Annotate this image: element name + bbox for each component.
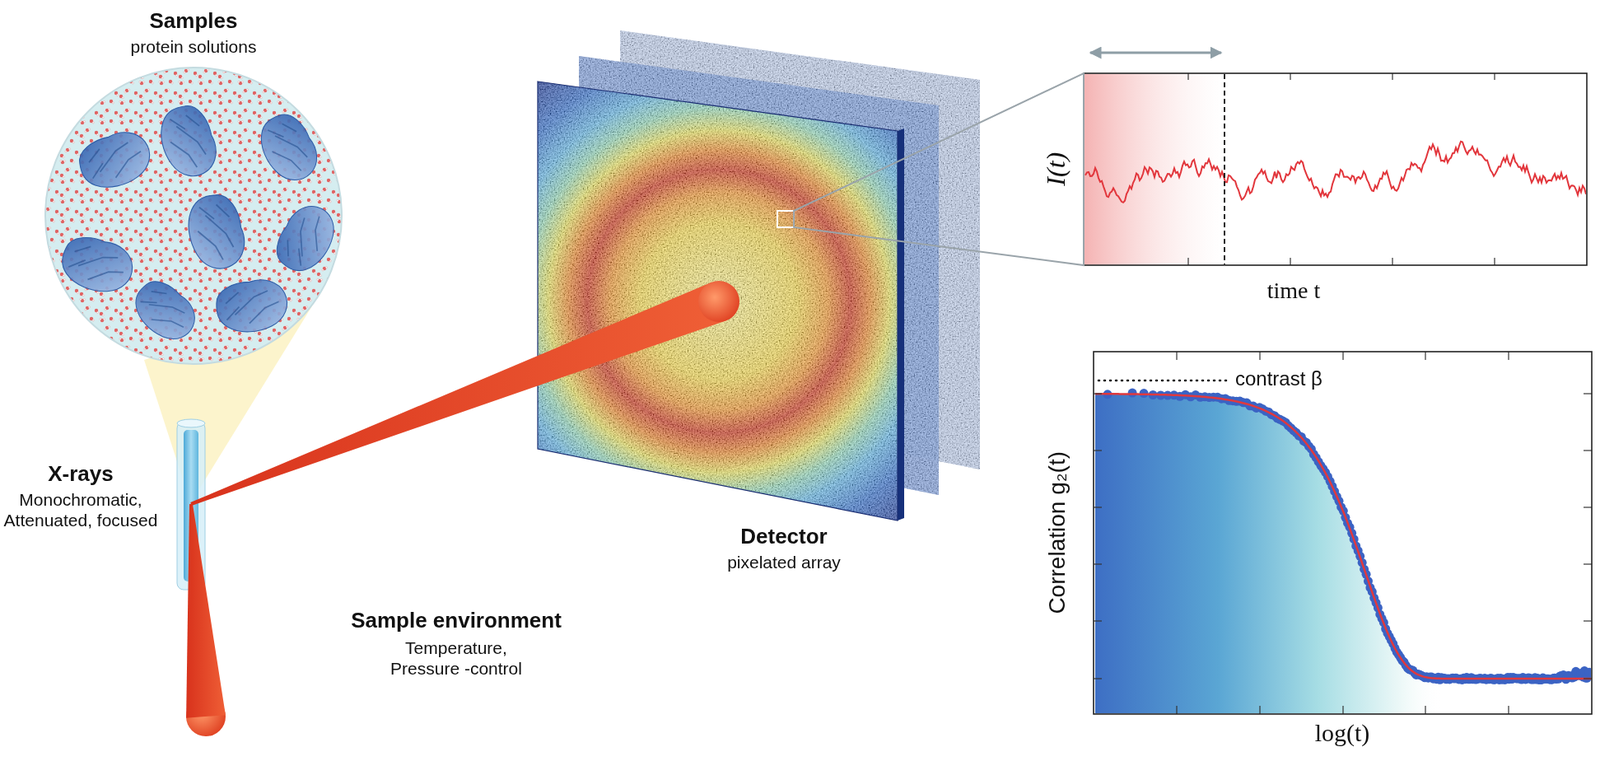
illustration-line xyxy=(1175,351,1177,360)
illustration-use xyxy=(250,107,326,190)
sample-circle: Samplesprotein solutions xyxy=(45,67,342,364)
heading: X-rays xyxy=(47,461,114,487)
illustration-use xyxy=(73,125,158,197)
zoom-lines xyxy=(793,73,1084,266)
axis-label: log(t) xyxy=(1315,718,1371,748)
illustration-line xyxy=(1289,73,1291,80)
illustration-rect xyxy=(1083,73,1587,266)
illustration-line xyxy=(1093,449,1102,451)
illustration-line xyxy=(1093,563,1102,565)
data-point xyxy=(1585,667,1592,677)
illustration-line xyxy=(1493,257,1495,266)
illustration-line xyxy=(1175,705,1177,714)
illustration-g xyxy=(1095,388,1591,714)
illustration-line xyxy=(1391,257,1393,266)
axis-label: time t xyxy=(1267,276,1321,305)
description: Monochromatic, Attenuated, focused xyxy=(2,489,159,531)
illustration-line xyxy=(1090,51,1222,55)
illustration-use xyxy=(181,189,252,275)
correlation-plot-graphic xyxy=(1093,351,1595,714)
illustration-line xyxy=(1424,351,1426,360)
illustration-line xyxy=(1493,73,1495,80)
illustration-line xyxy=(1187,73,1189,80)
illustration-line xyxy=(1391,73,1393,80)
illustration-line xyxy=(1093,620,1102,621)
correlation-plot: Correlation g₂(t)contrast βlog(t) xyxy=(1093,351,1592,714)
illustration-line xyxy=(1093,677,1102,679)
illustration-polygon xyxy=(190,282,727,506)
axis-label: Correlation g₂(t) xyxy=(1043,451,1072,615)
annotation: contrast β xyxy=(1235,367,1323,392)
illustration-rect xyxy=(1084,74,1225,265)
illustration-line xyxy=(1583,449,1592,451)
illustration-g xyxy=(537,30,980,521)
illustration-line xyxy=(1187,257,1189,266)
illustration-line xyxy=(1223,74,1226,265)
illustration-polygon xyxy=(537,81,898,521)
illustration-g xyxy=(1093,351,1592,714)
illustration-circle xyxy=(698,280,740,322)
illustration-ellipse xyxy=(177,419,206,428)
illustration-line xyxy=(1424,705,1426,714)
illustration-use xyxy=(212,275,291,337)
illustration-g xyxy=(1085,141,1587,203)
illustration-polygon xyxy=(186,503,226,719)
illustration-line xyxy=(1507,351,1509,360)
illustration-line xyxy=(1583,506,1592,508)
illustration-rect xyxy=(777,210,794,228)
curve-fill xyxy=(1095,393,1591,714)
illustration-use xyxy=(56,231,139,299)
axis-label: I(t) xyxy=(1040,152,1072,187)
illustration-line xyxy=(1289,257,1291,266)
intensity-trace-plot xyxy=(1083,52,1587,266)
illustration-line xyxy=(1093,392,1102,394)
illustration-g xyxy=(1188,73,1495,266)
heading: Samples xyxy=(149,8,238,34)
data-point xyxy=(1128,388,1138,398)
illustration-rect xyxy=(537,30,980,521)
illustration-line xyxy=(1583,620,1592,621)
intensity-plot: I(t)time t xyxy=(1083,73,1587,266)
illustration-line xyxy=(1583,392,1592,394)
subheading: protein solutions xyxy=(130,36,257,57)
illustration-polygon xyxy=(897,128,905,521)
illustration-line xyxy=(1093,506,1102,508)
illustration-line xyxy=(1259,705,1260,714)
illustration-line xyxy=(1259,351,1260,360)
illustration-line xyxy=(1342,705,1344,714)
illustration-line xyxy=(1583,677,1592,679)
illustration-line xyxy=(1342,351,1344,360)
intensity-trace xyxy=(1085,141,1587,203)
illustration-line xyxy=(1507,705,1509,714)
illustration-line xyxy=(1583,563,1592,565)
heading: Detector xyxy=(740,523,827,550)
description: Temperature, Pressure -control xyxy=(373,637,539,679)
fit-curve xyxy=(1095,393,1591,679)
detector-array xyxy=(537,30,980,521)
environment-label: Sample environmentTemperature, Pressure … xyxy=(345,602,567,684)
illustration-line xyxy=(1098,379,1227,383)
subheading: pixelated array xyxy=(727,551,841,573)
illustration-use xyxy=(125,273,204,350)
detector-panel: Detectorpixelated array xyxy=(537,81,898,521)
illustration-g xyxy=(45,67,345,364)
xray-label: X-raysMonochromatic, Attenuated, focused xyxy=(0,456,164,536)
illustration-circle xyxy=(45,67,342,364)
illustration-use xyxy=(152,99,224,184)
xray-beam xyxy=(186,280,740,737)
heading: Sample environment xyxy=(350,607,562,634)
illustration-rect xyxy=(1093,351,1592,714)
sample-view xyxy=(45,67,345,364)
